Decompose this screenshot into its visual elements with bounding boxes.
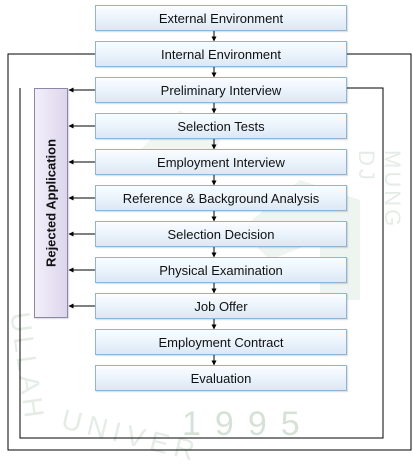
reject-arrows [68, 87, 95, 309]
step-preliminary-interview: Preliminary Interview [95, 77, 347, 103]
step-employment-interview: Employment Interview [95, 149, 347, 175]
step-employment-contract: Employment Contract [95, 329, 347, 355]
step-job-offer: Job Offer [95, 293, 347, 319]
inner-frame-line [19, 87, 384, 439]
step-reference-background: Reference & Background Analysis [95, 185, 347, 211]
step-external-environment: External Environment [95, 5, 347, 31]
step-physical-examination: Physical Examination [95, 257, 347, 283]
step-selection-tests: Selection Tests [95, 113, 347, 139]
step-internal-environment: Internal Environment [95, 41, 347, 67]
step-evaluation: Evaluation [95, 365, 347, 391]
rejected-application-box: Rejected Application [34, 88, 68, 318]
outer-frame-line [7, 53, 412, 451]
rejected-application-label: Rejected Application [43, 138, 59, 268]
step-selection-decision: Selection Decision [95, 221, 347, 247]
